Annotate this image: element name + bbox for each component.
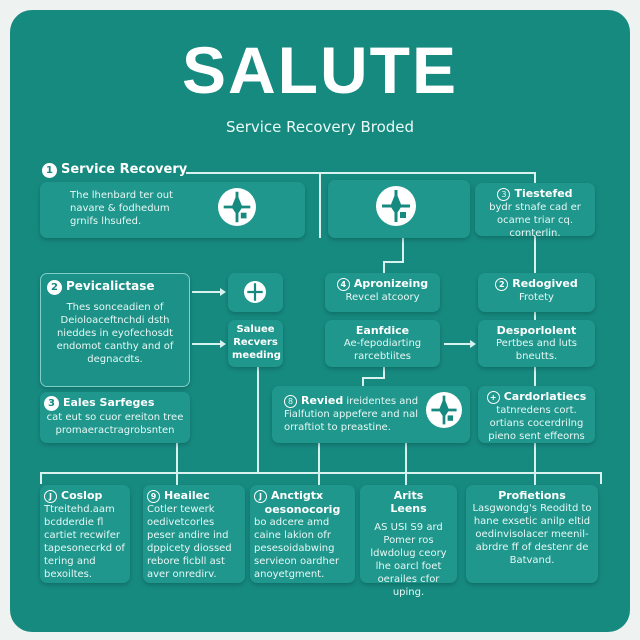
- connector: [40, 472, 42, 484]
- connector: [383, 261, 385, 273]
- connector: [362, 377, 385, 379]
- section-2-text: Thes sonceadien of Deioloaceftnchdi dsth…: [56, 302, 174, 365]
- page-subtitle: Service Recovery Broded: [225, 118, 415, 136]
- service-compass-icon: [218, 188, 256, 226]
- bottom-text: Cotler tewerk oedivetcorles peser andire…: [147, 504, 232, 580]
- arrow: [192, 288, 226, 296]
- service-compass-icon: [244, 281, 266, 303]
- service-compass-icon: [426, 392, 462, 428]
- connector: [534, 443, 536, 485]
- step-number: 2: [47, 280, 62, 295]
- connector: [534, 367, 536, 386]
- connector: [402, 238, 404, 262]
- tested-text: bydr stnafe cad er ocame triar cq. cornt…: [489, 202, 581, 239]
- section-1-box[interactable]: The lhenbard ter out navare & fodhedum g…: [40, 182, 305, 238]
- revied-text: ireidentes and Fialfution appefere and n…: [284, 396, 419, 433]
- connector: [362, 377, 364, 387]
- section-3-text: cat eut so cuor ereiton tree promaeractr…: [46, 412, 184, 436]
- bottom-label: Arits: [393, 489, 424, 502]
- connector: [405, 443, 407, 485]
- cardorlatiecs-label: +Cardorlatiecs: [482, 390, 591, 404]
- connector: [318, 443, 320, 485]
- connector: [383, 367, 385, 379]
- bottom-sublabel: oesonocorig: [264, 503, 341, 516]
- bottom-text: AS USI S9 ard Pomer ros ldwdolug ceory l…: [370, 522, 447, 598]
- arrow: [192, 340, 226, 348]
- connector: [319, 172, 321, 238]
- bottom-text: Lasgwondg's Reoditd to hane exsetic anil…: [472, 503, 592, 566]
- connector: [257, 367, 259, 473]
- bottom-box-arits[interactable]: Arits Leens AS USI S9 ard Pomer ros ldwd…: [360, 485, 457, 598]
- step-number: 1: [42, 163, 57, 178]
- connector: [186, 172, 536, 174]
- bottom-text: bo adcere amd caine lakion ofr pesesoida…: [254, 517, 340, 580]
- step-number: 3: [44, 396, 59, 411]
- section-1-heading: 1 Service Recovery: [42, 162, 187, 178]
- bottom-text: Ttreitehd.aam bcdderdie fl cartiet recwi…: [44, 504, 125, 580]
- bottom-label: Coslop: [61, 489, 103, 502]
- desporlolent-label: Desporlolent: [496, 324, 577, 337]
- bottom-label: Profietions: [498, 489, 566, 502]
- section-2-box[interactable]: 2 Pevicalictase Thes sonceadien of Deiolo…: [40, 273, 190, 387]
- connector: [176, 443, 178, 485]
- section-1-label: Service Recovery: [61, 162, 188, 177]
- page-title: SALUTE: [182, 33, 458, 107]
- bottom-box-profietions[interactable]: Profietions Lasgwondg's Reoditd to hane …: [466, 485, 598, 583]
- tested-label: Tiestefed: [514, 187, 573, 200]
- eanfdice-box[interactable]: Eanfdice Ae-fepodiarting rarcebtiites: [325, 320, 440, 367]
- connector: [383, 261, 404, 263]
- desporlolent-box[interactable]: Desporlolent Pertbes and luts bneutts.: [478, 320, 595, 367]
- connector: [40, 472, 602, 474]
- bottom-label: Anctigtx: [271, 489, 324, 502]
- bottom-label: Heailec: [164, 489, 210, 502]
- eanfdice-text: Ae-fepodiarting rarcebtiites: [343, 338, 422, 362]
- step-number: 3: [497, 188, 511, 201]
- section-2-label: Pevicalictase: [66, 279, 155, 293]
- section-3-box[interactable]: 3 Eales Sarfeges cat eut so cuor ereiton …: [40, 392, 190, 443]
- apronizing-text: Revcel atcoory: [345, 292, 420, 303]
- eanfdice-label: Eanfdice: [355, 324, 410, 337]
- salute-box[interactable]: Saluee Recvers meeding: [228, 320, 283, 367]
- section-3-label: Eales Sarfeges: [63, 396, 155, 409]
- revied-label: Revied: [301, 394, 344, 407]
- cardorlatiecs-box[interactable]: +Cardorlatiecs tatnredens cort. ortians …: [478, 386, 595, 443]
- redogived-text: Frotety: [519, 292, 554, 303]
- arrow: [444, 340, 476, 348]
- connector: [600, 472, 602, 484]
- connector: [534, 236, 536, 274]
- desporlolent-text: Pertbes and luts bneutts.: [496, 338, 577, 362]
- service-compass-icon: [376, 186, 416, 226]
- bottom-sublabel: Leens: [390, 502, 427, 515]
- section-1-text: The lhenbard ter out navare & fodhedum g…: [70, 190, 174, 227]
- cardorlatiecs-text: tatnredens cort. ortians cocerdrilng pie…: [488, 405, 585, 442]
- connector: [534, 312, 536, 320]
- connector: [534, 172, 536, 184]
